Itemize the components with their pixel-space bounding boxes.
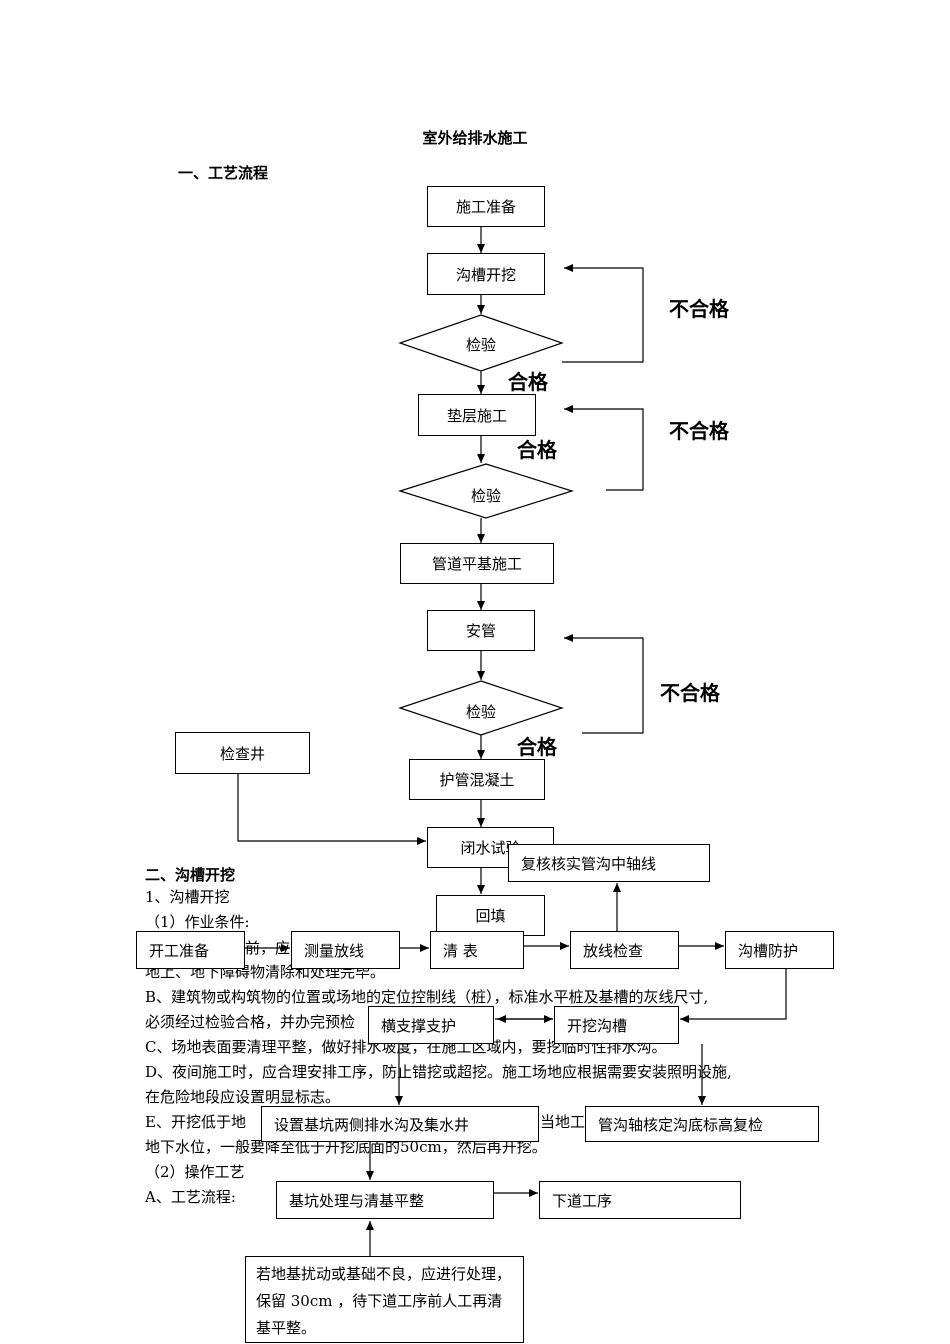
step-excavate-trench: 开挖沟槽 [554,1006,679,1044]
step-drainage-ditch: 设置基坑两侧排水沟及集水井 [261,1106,539,1142]
section-heading-process: 一、工艺流程 [178,164,269,182]
fail-label-2: 不合格 [669,419,729,443]
subheading-process-flow: A、工艺流程: [145,1188,236,1206]
step-trench-protection: 沟槽防护 [725,931,834,969]
section-heading-trench: 二、沟槽开挖 [145,866,236,884]
step-cushion-layer: 垫层施工 [418,394,536,436]
fail-label-3: 不合格 [660,681,720,705]
step-pipe-install: 安管 [427,610,535,651]
step-axis-recheck: 复核核实管沟中轴线 [508,844,710,882]
para-a-tail: 前，应 [245,939,291,957]
step-pipe-concrete: 护管混凝土 [409,759,545,800]
para-e-line2: 地下水位，一般要降至低于开挖底面的50cm，然后再开挖。 [145,1138,547,1156]
para-d-line2: 在危险地段应设置明显标志。 [145,1088,341,1106]
para-b-line2: 必须经过检验合格，并办完预检 [145,1013,356,1031]
para-e-line1: E、开挖低于地 [145,1113,246,1131]
pass-label-1: 合格 [508,370,548,394]
fail-label-1: 不合格 [669,297,729,321]
decision-inspection-1-label: 检验 [465,336,496,354]
step-clear-surface: 清 表 [430,931,524,969]
para-d-line1: D、夜间施工时，应合理安排工序，防止错挖或超挖。施工场地应根据需要安装照明设施, [145,1063,732,1081]
decision-diamond-2 [397,463,575,519]
decision-inspection-2-label: 检验 [470,487,501,505]
para-b-line1: B、建筑物或构筑物的位置或场地的定位控制线（桩），标准水平桩及基槽的灰线尺寸, [145,988,709,1006]
step-foundation-leveling: 基坑处理与清基平整 [276,1181,494,1219]
subheading-trench: 1、沟槽开挖 [145,888,230,906]
para-c: C、场地表面要清理平整，做好排水坡度，在施工区域内，要挖临时性排水沟。 [145,1038,667,1056]
pass-label-2: 合格 [517,438,557,462]
step-start-prep: 开工准备 [136,931,245,969]
note-foundation-treatment: 若地基扰动或基础不良，应进行处理，保留 30cm ，待下道工序前人工再清基平整。 [245,1256,524,1343]
step-survey: 测量放线 [291,931,400,969]
step-manhole: 检查井 [175,732,310,774]
step-backfill: 回填 [436,895,545,936]
step-bottom-elevation-check: 管沟轴核定沟底标高复检 [585,1106,819,1142]
step-trench-excavation: 沟槽开挖 [427,253,545,295]
step-next-process: 下道工序 [539,1181,741,1219]
pass-label-3: 合格 [517,735,557,759]
step-line-check: 放线检查 [570,931,679,969]
decision-inspection-3-label: 检验 [465,703,496,721]
step-construction-prep: 施工准备 [427,186,545,227]
step-pipe-base: 管道平基施工 [400,543,554,584]
para-e-line1-right: 当地工 [540,1113,586,1131]
subheading-conditions: （1）作业条件: [145,913,250,931]
document-title: 室外给排水施工 [422,129,528,147]
subheading-operation: （2）操作工艺 [145,1163,245,1181]
step-cross-bracing: 横支撑支护 [368,1006,494,1044]
